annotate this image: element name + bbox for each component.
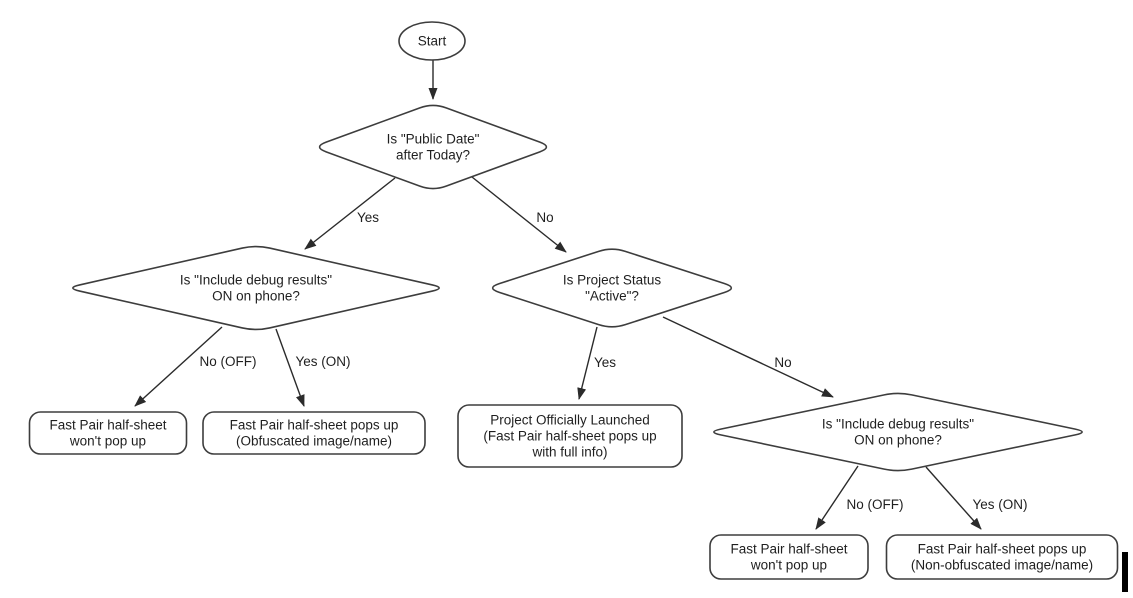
edge-project-status-yes: Yes: [577, 326, 616, 400]
edge-public-date-no-line: [471, 176, 567, 253]
result-wont-pop-up-right-label-line-2: won't pop up: [750, 558, 827, 573]
result-officially-launched: Project Officially Launched(Fast Pair ha…: [457, 404, 683, 468]
decision-debug-results-left-label-line-2: ON on phone?: [212, 289, 300, 304]
start-node: Start: [398, 21, 466, 61]
decision-project-status: Is Project Status"Active"?: [491, 248, 733, 328]
result-obfuscated-label-line-1: Fast Pair half-sheet pops up: [230, 418, 399, 433]
edge-debug-right-yes-on-label: Yes (ON): [972, 497, 1027, 512]
edge-project-status-no-line: [662, 316, 834, 398]
decision-public-date-label-line-2: after Today?: [396, 148, 470, 163]
decision-public-date-shape: [318, 104, 548, 190]
decision-debug-results-right-label-line-2: ON on phone?: [854, 433, 942, 448]
edge-public-date-no-label: No: [536, 210, 553, 225]
result-wont-pop-up-left-label-line-2: won't pop up: [69, 434, 146, 449]
edge-public-date-no: No: [471, 176, 567, 253]
text-cursor-artifact: [1122, 552, 1128, 592]
edge-debug-left-no-off-line: [134, 326, 223, 407]
result-non-obfuscated-label-line-1: Fast Pair half-sheet pops up: [918, 542, 1087, 557]
decision-debug-results-left-shape: [72, 245, 440, 331]
nodes-layer: Start Is "Public Date"after Today? Is "Inc…: [28, 21, 1119, 580]
edge-public-date-yes: Yes: [304, 177, 396, 250]
decision-debug-results-left: Is "Include debug results"ON on phone?: [72, 245, 440, 331]
edge-public-date-yes-label: Yes: [357, 210, 379, 225]
result-officially-launched-label-line-1: Project Officially Launched: [490, 413, 650, 428]
edge-debug-right-yes-on-line: [925, 466, 982, 530]
edge-project-status-yes-label: Yes: [594, 355, 616, 370]
decision-project-status-label-line-2: "Active"?: [585, 289, 639, 304]
edge-debug-right-no-off-line: [815, 465, 859, 530]
edge-project-status-no: No: [662, 316, 834, 398]
decision-debug-results-left-label-line-1: Is "Include debug results": [180, 273, 332, 288]
decision-public-date: Is "Public Date"after Today?: [318, 104, 548, 190]
result-non-obfuscated-shape: [885, 534, 1119, 580]
edge-public-date-yes-line: [304, 177, 396, 250]
edge-debug-left-yes-on-label: Yes (ON): [295, 354, 350, 369]
result-wont-pop-up-right-shape: [709, 534, 869, 580]
edge-debug-right-yes-on: Yes (ON): [925, 466, 1028, 530]
result-obfuscated-shape: [202, 411, 426, 455]
result-officially-launched-label-line-3: with full info): [531, 445, 607, 460]
result-non-obfuscated-label-line-2: (Non-obfuscated image/name): [911, 558, 1093, 573]
edge-debug-left-yes-on-line: [275, 328, 305, 407]
edge-debug-left-no-off: No (OFF): [134, 326, 257, 407]
edge-project-status-yes-line: [577, 326, 598, 400]
result-wont-pop-up-left-shape: [28, 411, 188, 455]
edge-project-status-no-label: No: [774, 355, 791, 370]
decision-public-date-label-line-1: Is "Public Date": [387, 132, 480, 147]
decision-debug-results-right: Is "Include debug results"ON on phone?: [713, 392, 1083, 472]
edge-debug-left-no-off-label: No (OFF): [200, 354, 257, 369]
decision-project-status-shape: [491, 248, 733, 328]
edge-debug-right-no-off: No (OFF): [815, 465, 904, 530]
result-wont-pop-up-left-label-line-1: Fast Pair half-sheet: [49, 418, 166, 433]
start-node-label-line-1: Start: [418, 34, 447, 49]
result-officially-launched-shape: [457, 404, 683, 468]
result-officially-launched-label-line-2: (Fast Pair half-sheet pops up: [483, 429, 656, 444]
result-non-obfuscated: Fast Pair half-sheet pops up(Non-obfusca…: [885, 534, 1119, 580]
start-node-shape: [398, 21, 466, 61]
decision-project-status-label-line-1: Is Project Status: [563, 273, 662, 288]
result-obfuscated-label-line-2: (Obfuscated image/name): [236, 434, 392, 449]
result-wont-pop-up-right-label-line-1: Fast Pair half-sheet: [730, 542, 847, 557]
edge-debug-right-no-off-label: No (OFF): [847, 497, 904, 512]
result-obfuscated: Fast Pair half-sheet pops up(Obfuscated …: [202, 411, 426, 455]
edge-debug-left-yes-on: Yes (ON): [275, 328, 351, 407]
decision-debug-results-right-label-line-1: Is "Include debug results": [822, 417, 974, 432]
decision-debug-results-right-shape: [713, 392, 1083, 472]
